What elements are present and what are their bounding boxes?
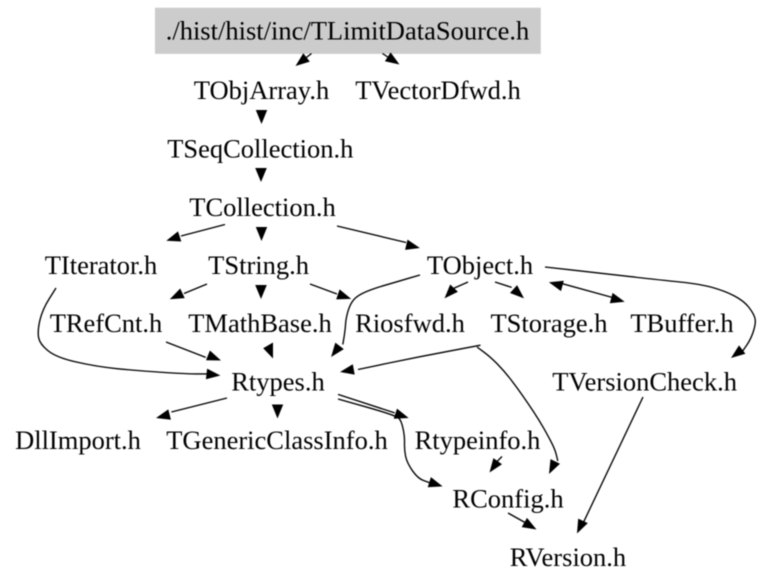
svg-text:TVersionCheck.h: TVersionCheck.h	[552, 367, 737, 397]
svg-text:TSeqCollection.h: TSeqCollection.h	[167, 134, 353, 164]
svg-text:TString.h: TString.h	[208, 250, 309, 280]
svg-text:TStorage.h: TStorage.h	[490, 308, 607, 338]
svg-text:TObjArray.h: TObjArray.h	[194, 75, 329, 105]
svg-text:TVectorDfwd.h: TVectorDfwd.h	[355, 75, 521, 105]
svg-text:Rtypeinfo.h: Rtypeinfo.h	[415, 425, 541, 455]
svg-text:TMathBase.h: TMathBase.h	[188, 308, 332, 338]
svg-text:DllImport.h: DllImport.h	[15, 425, 141, 455]
svg-text:RVersion.h: RVersion.h	[510, 542, 626, 572]
svg-text:TRefCnt.h: TRefCnt.h	[50, 308, 163, 338]
svg-text:TGenericClassInfo.h: TGenericClassInfo.h	[166, 425, 388, 455]
svg-text:TObject.h: TObject.h	[427, 250, 533, 280]
svg-text:Rtypes.h: Rtypes.h	[231, 367, 325, 397]
svg-text:TBuffer.h: TBuffer.h	[630, 308, 733, 338]
svg-text:TCollection.h: TCollection.h	[189, 192, 335, 222]
svg-text:Riosfwd.h: Riosfwd.h	[355, 308, 465, 338]
svg-text:RConfig.h: RConfig.h	[452, 484, 563, 514]
svg-text:./hist/hist/inc/TLimitDataSour: ./hist/hist/inc/TLimitDataSource.h	[166, 16, 530, 46]
svg-text:TIterator.h: TIterator.h	[45, 250, 158, 280]
